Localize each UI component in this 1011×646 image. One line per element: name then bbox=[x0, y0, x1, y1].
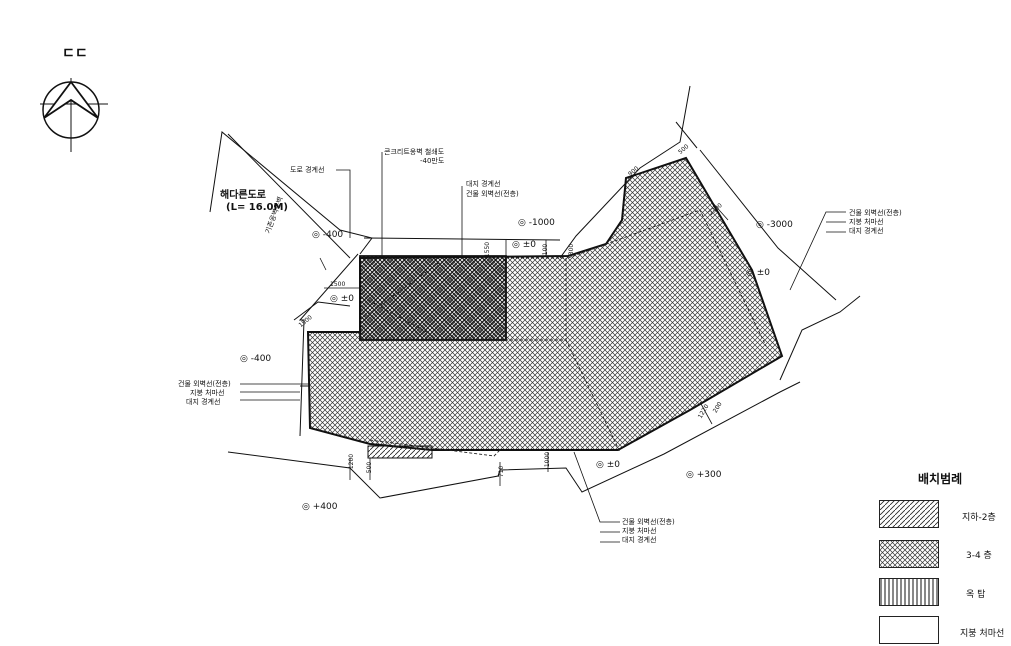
legend-swatch-basement bbox=[879, 500, 939, 528]
level-marker: ◎ +400 bbox=[302, 502, 338, 512]
concrete-wall-label: 콘크리트옹벽 철쇄도 bbox=[384, 148, 445, 156]
level-marker: ◎ -3000 bbox=[756, 220, 793, 230]
level-marker: ◎ -1000 bbox=[518, 218, 555, 228]
left-callout-3: 대지 경계선 bbox=[186, 398, 221, 406]
level-marker: ◎ ±0 bbox=[512, 240, 536, 250]
legend-label: 3-4 층 bbox=[966, 551, 992, 561]
road-boundary-label: 도로 경계선 bbox=[290, 166, 325, 174]
legend-label: 지하-2층 bbox=[962, 513, 996, 523]
level-marker: ◎ ±0 bbox=[596, 460, 620, 470]
rooftop-strip bbox=[367, 445, 433, 459]
right-callout-3: 대지 경계선 bbox=[849, 227, 884, 235]
road-width: (L= 16.0M) bbox=[226, 202, 288, 213]
dimension-text: 100 bbox=[542, 243, 550, 256]
basement-block bbox=[359, 255, 507, 341]
left-callout-2: 지붕 처마선 bbox=[190, 389, 225, 397]
level-marker: ◎ ±0 bbox=[746, 268, 770, 278]
level-marker: ◎ -400 bbox=[312, 230, 344, 240]
dimension-text: 710 bbox=[498, 465, 506, 478]
dimension-text: 1550 bbox=[484, 241, 492, 258]
legend-swatch-rooftop bbox=[879, 578, 939, 606]
bottom-callout-3: 대지 경계선 bbox=[622, 536, 657, 544]
level-marker: ◎ ±0 bbox=[330, 294, 354, 304]
legend-swatch-eaves bbox=[879, 616, 939, 644]
dimension-text: 300 bbox=[568, 243, 576, 256]
level-marker: ◎ +300 bbox=[686, 470, 722, 480]
dimension-text: 500 bbox=[366, 461, 374, 474]
level-marker: ◎ -400 bbox=[240, 354, 272, 364]
building-line-top-label: 건물 외벽선(전층) bbox=[466, 190, 519, 198]
dimension-text: 1200 bbox=[348, 453, 356, 470]
dimension-text: 1000 bbox=[544, 451, 552, 468]
legend-swatch-floors bbox=[879, 540, 939, 568]
dimension-text: 1500 bbox=[330, 281, 346, 288]
compass-icon bbox=[40, 78, 108, 152]
concrete-wall-sub-label: -40만도 bbox=[420, 157, 445, 165]
right-callout-1: 건물 외벽선(전층) bbox=[849, 209, 902, 217]
site-boundary-top-label: 대지 경계선 bbox=[466, 180, 501, 188]
road-name: 해다른도로 bbox=[220, 190, 266, 201]
bottom-callout-1: 건물 외벽선(전층) bbox=[622, 518, 675, 526]
legend-label: 지붕 처마선 bbox=[960, 629, 1005, 639]
right-callout-2: 지붕 처마선 bbox=[849, 218, 884, 226]
bottom-callout-2: 지붕 처마선 bbox=[622, 527, 657, 535]
left-callout-1: 건물 외벽선(전층) bbox=[178, 380, 231, 388]
legend-title: 배치범례 bbox=[918, 472, 963, 486]
legend-label: 옥 탑 bbox=[966, 590, 986, 600]
north-label: ㄷㄷ bbox=[62, 46, 88, 62]
